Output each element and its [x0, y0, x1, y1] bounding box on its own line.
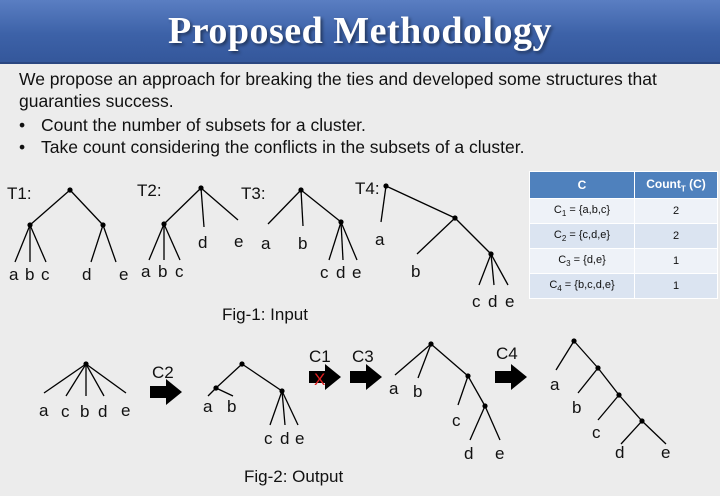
- leaf-label: a: [375, 230, 385, 249]
- table-cell-count: 1: [634, 273, 718, 299]
- leaf-label: b: [80, 402, 89, 421]
- leaf-label: a: [389, 379, 399, 398]
- leaf-label: e: [661, 443, 670, 462]
- leaf-label: e: [121, 401, 130, 420]
- table-row: C2 = {c,d,e} 2: [529, 223, 718, 249]
- leaf-label: b: [25, 265, 34, 284]
- table-cell-count: 2: [634, 198, 718, 224]
- leaf-label: d: [488, 292, 497, 311]
- tree-label-t3: T3:: [241, 184, 266, 203]
- step-label-c4: C4: [496, 344, 518, 363]
- step-label-c3: C3: [352, 347, 374, 366]
- arrow-right-icon: [495, 364, 527, 390]
- table-cell-cluster: C2 = {c,d,e}: [529, 223, 635, 249]
- leaf-label: e: [234, 232, 243, 251]
- tree-t1: [14, 189, 117, 263]
- leaf-label: e: [295, 429, 304, 448]
- fig1-caption: Fig-1: Input: [222, 305, 308, 324]
- table-cell-count: 2: [634, 223, 718, 249]
- intro-text: We propose an approach for breaking the …: [19, 69, 657, 111]
- leaf-label: e: [495, 444, 504, 463]
- arrow-right-icon: [350, 364, 382, 390]
- leaf-label: e: [505, 292, 514, 311]
- step-label-c2: C2: [152, 363, 174, 382]
- table-cell-cluster: C4 = {b,c,d,e}: [529, 273, 635, 299]
- leaf-label: d: [464, 444, 473, 463]
- table-row: C1 = {a,b,c} 2: [529, 198, 718, 224]
- bullet-list: • Count the number of subsets for a clust…: [19, 114, 524, 158]
- table-header-count: CountT (C): [634, 171, 718, 199]
- leaf-label: a: [39, 401, 49, 420]
- tree-label-t2: T2:: [137, 181, 162, 200]
- tree-label-t1: T1:: [7, 184, 32, 203]
- leaf-label: d: [82, 265, 91, 284]
- count-table: C CountT (C) C1 = {a,b,c} 2 C2 = {c,d,e}…: [529, 171, 718, 299]
- leaf-label: c: [264, 429, 273, 448]
- tree-t2: [148, 187, 239, 261]
- tree-label-t4: T4:: [355, 179, 380, 198]
- bullet-item: • Count the number of subsets for a clust…: [19, 114, 524, 136]
- leaf-label: b: [572, 398, 581, 417]
- leaf-label: b: [411, 262, 420, 281]
- bullet-item: • Take count considering the conflicts in…: [19, 136, 524, 158]
- tree-out4: [555, 340, 667, 445]
- bullet-text: Count the number of subsets for a cluste…: [41, 115, 366, 135]
- leaf-label: d: [280, 429, 289, 448]
- title-banner: Proposed Methodology: [0, 0, 720, 64]
- leaf-label: c: [472, 292, 481, 311]
- leaf-label: c: [452, 411, 461, 430]
- arrow-right-icon: [150, 379, 182, 405]
- slide-title: Proposed Methodology: [167, 10, 553, 52]
- leaf-label: a: [203, 397, 213, 416]
- tree-out3: [394, 343, 501, 441]
- tree-t3: [267, 189, 358, 261]
- leaf-label: d: [615, 443, 624, 462]
- fig2-caption: Fig-2: Output: [244, 467, 343, 486]
- leaf-label: c: [61, 402, 70, 421]
- leaf-label: b: [227, 397, 236, 416]
- leaf-label: c: [320, 263, 329, 282]
- leaf-label: b: [158, 262, 167, 281]
- table-row: C3 = {d,e} 1: [529, 248, 718, 274]
- tree-t4: [380, 185, 509, 286]
- leaf-label: a: [9, 265, 19, 284]
- table-cell-count: 1: [634, 248, 718, 274]
- table-cell-cluster: C3 = {d,e}: [529, 248, 635, 274]
- table-cell-cluster: C1 = {a,b,c}: [529, 198, 635, 224]
- bullet-text: Take count considering the conflicts in …: [41, 137, 525, 157]
- leaf-label: d: [336, 263, 345, 282]
- tree-nodes: [27, 183, 645, 424]
- leaf-label: c: [175, 262, 184, 281]
- step-label-c1: C1: [309, 347, 331, 366]
- leaf-label: e: [352, 263, 361, 282]
- leaf-label: a: [261, 234, 271, 253]
- table-row: C4 = {b,c,d,e} 1: [529, 273, 718, 299]
- bullet-dot: •: [19, 137, 26, 157]
- leaf-label: d: [198, 233, 207, 252]
- reject-x-icon: X: [314, 370, 325, 389]
- tree-out1: [43, 363, 127, 397]
- leaf-label: a: [550, 375, 560, 394]
- leaf-label: b: [413, 382, 422, 401]
- leaf-label: e: [119, 265, 128, 284]
- leaf-label: d: [98, 402, 107, 421]
- leaf-label: c: [592, 423, 601, 442]
- bullet-dot: •: [19, 115, 26, 135]
- leaf-label: b: [298, 234, 307, 253]
- tree-out2: [207, 363, 299, 426]
- leaf-label: c: [41, 265, 50, 284]
- table-header-row: C CountT (C): [529, 171, 718, 199]
- table-header-c: C: [529, 171, 635, 199]
- leaf-label: a: [141, 262, 151, 281]
